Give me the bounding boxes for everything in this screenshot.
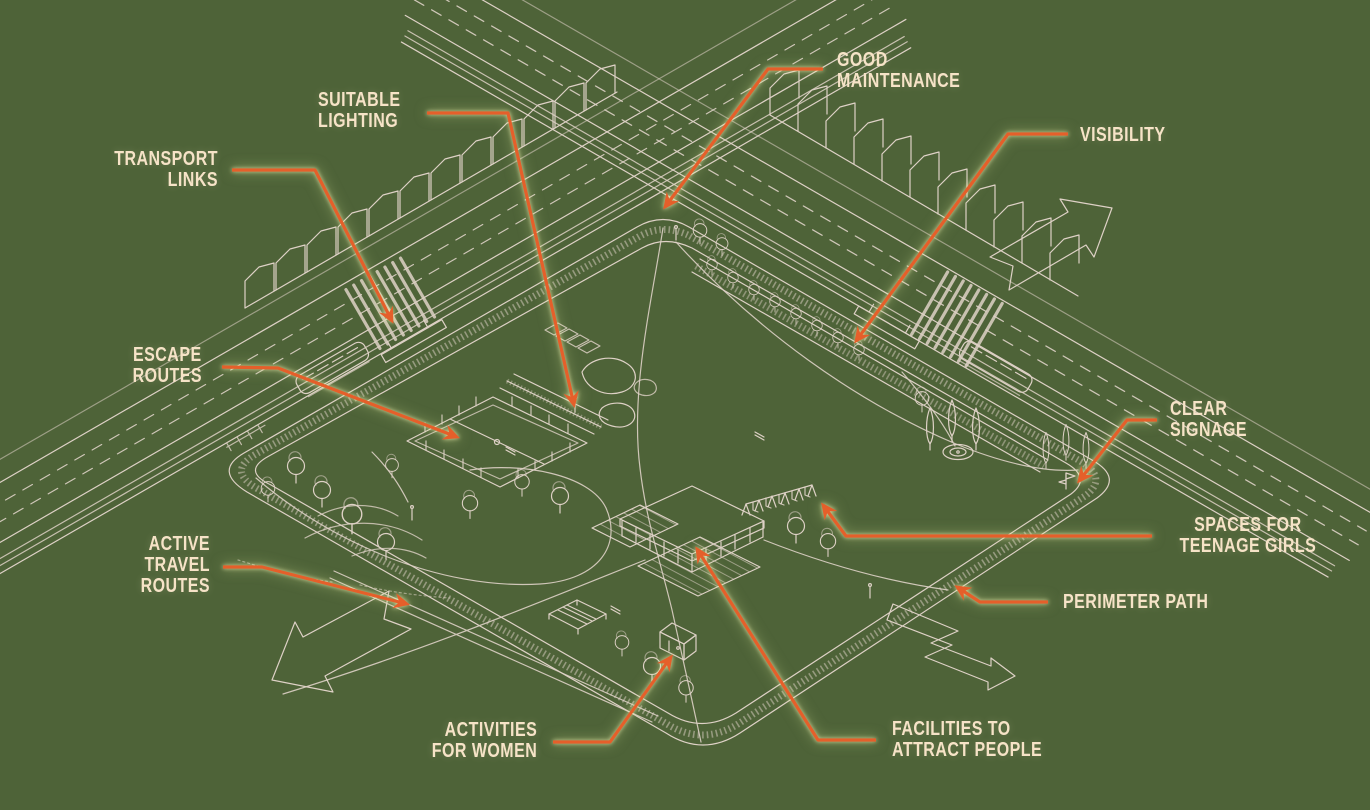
label-clear-signage: CLEAR SIGNAGE bbox=[1170, 398, 1247, 440]
road-upper-right bbox=[400, 0, 1370, 578]
label-line: FOR WOMEN bbox=[431, 739, 537, 762]
label-line: SIGNAGE bbox=[1170, 418, 1248, 441]
label-line: CLEAR bbox=[1170, 397, 1228, 420]
label-line: ROUTES bbox=[140, 574, 210, 597]
fountain bbox=[942, 443, 974, 461]
connector-perimeter-path bbox=[954, 585, 1048, 604]
connector-activities-for-women bbox=[553, 654, 673, 744]
houses-row-left bbox=[244, 64, 618, 309]
connector-spaces-for-teenage-girls bbox=[821, 502, 1152, 538]
label-line: TRANSPORT bbox=[114, 147, 218, 170]
kiosk-building bbox=[659, 622, 697, 661]
zebra-crossing bbox=[344, 256, 437, 351]
label-perimeter-path: PERIMETER PATH bbox=[1063, 591, 1208, 612]
tram-icon bbox=[295, 341, 370, 398]
label-line: ACTIVITIES bbox=[444, 718, 537, 741]
label-facilities-to-attract-people: FACILITIES TO ATTRACT PEOPLE bbox=[892, 718, 1042, 760]
bench-icon bbox=[505, 446, 516, 456]
pavilion-building bbox=[591, 485, 765, 597]
label-line: ACTIVE bbox=[148, 532, 210, 555]
tram-icon bbox=[958, 340, 1033, 397]
connector-transport-links bbox=[232, 168, 394, 324]
label-suitable-lighting: SUITABLE LIGHTING bbox=[318, 89, 401, 131]
label-line: TRAVEL bbox=[144, 553, 210, 576]
label-line: LIGHTING bbox=[318, 109, 399, 132]
connector-visibility bbox=[854, 132, 1068, 344]
label-line: FACILITIES TO bbox=[892, 717, 1011, 740]
label-escape-routes: ESCAPE ROUTES bbox=[133, 344, 202, 386]
connector-clear-signage bbox=[1077, 418, 1157, 484]
direction-arrow-northeast bbox=[989, 198, 1113, 291]
connector-suitable-lighting bbox=[427, 111, 579, 409]
label-line: GOOD bbox=[837, 48, 888, 71]
connector-escape-routes bbox=[221, 365, 460, 440]
terrace-paving bbox=[591, 504, 679, 548]
label-visibility: VISIBILITY bbox=[1080, 124, 1166, 145]
road-upper-left bbox=[0, 0, 912, 584]
label-good-maintenance: GOOD MAINTENANCE bbox=[837, 49, 960, 91]
label-line: LINKS bbox=[167, 168, 218, 191]
label-line: VISIBILITY bbox=[1080, 123, 1166, 146]
pergola bbox=[548, 599, 607, 635]
park-perimeter bbox=[228, 218, 1110, 746]
benches-and-lamps bbox=[410, 225, 872, 615]
label-line: ESCAPE bbox=[132, 343, 202, 366]
bench-icon bbox=[610, 605, 621, 615]
label-active-travel-routes: ACTIVE TRAVEL ROUTES bbox=[141, 533, 210, 596]
tram-platform bbox=[380, 319, 447, 364]
label-transport-links: TRANSPORT LINKS bbox=[114, 148, 218, 190]
tram-platform bbox=[853, 305, 920, 350]
label-line: ATTRACT PEOPLE bbox=[892, 738, 1043, 761]
label-line: ROUTES bbox=[132, 364, 202, 387]
label-line: MAINTENANCE bbox=[837, 69, 961, 92]
signpost-icon bbox=[1058, 472, 1076, 490]
plaza-paving bbox=[637, 536, 761, 597]
label-line: SUITABLE bbox=[318, 88, 401, 111]
direction-arrow-zigzag bbox=[886, 603, 1016, 691]
zebra-crossing bbox=[910, 270, 1004, 368]
bench-icon bbox=[754, 431, 765, 441]
sports-court bbox=[406, 373, 609, 488]
connector-facilities-to-attract-people bbox=[695, 546, 876, 742]
label-line: TEENAGE GIRLS bbox=[1179, 534, 1316, 557]
bike-racks bbox=[226, 424, 266, 452]
label-line: SPACES FOR bbox=[1193, 513, 1302, 536]
swings-row bbox=[741, 484, 817, 516]
label-spaces-for-teenage-girls: SPACES FOR TEENAGE GIRLS bbox=[1179, 514, 1316, 556]
houses-row-right bbox=[769, 69, 1080, 297]
skate-park bbox=[581, 357, 657, 428]
label-line: PERIMETER PATH bbox=[1063, 590, 1209, 613]
label-activities-for-women: ACTIVITIES FOR WOMEN bbox=[432, 719, 537, 761]
parking-bays bbox=[544, 322, 601, 354]
direction-arrow-southwest bbox=[271, 590, 412, 693]
connector-active-travel-routes bbox=[223, 565, 411, 609]
connector-good-maintenance bbox=[663, 67, 823, 210]
